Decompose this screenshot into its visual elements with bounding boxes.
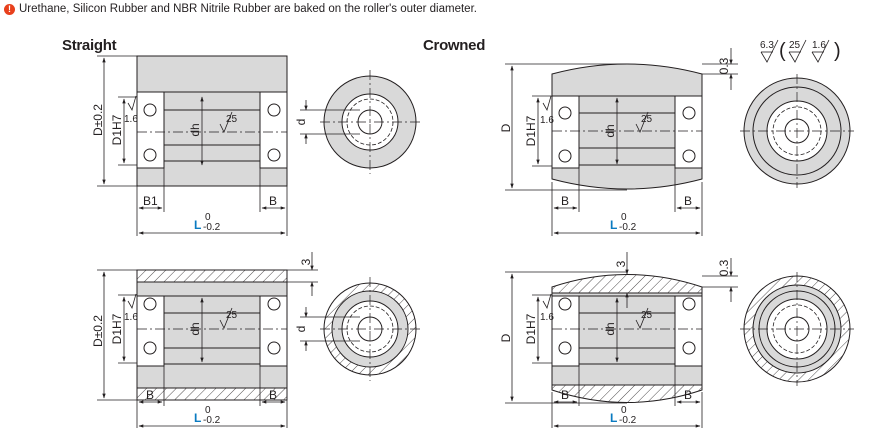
label-D-crowned-2: D: [499, 333, 513, 342]
label-B-6: B: [561, 388, 569, 402]
L-tol-upper-4: 0: [621, 405, 627, 416]
crowned-covered-side: [740, 272, 854, 386]
finish-fit-value: 1.6: [812, 40, 826, 51]
rough-25-b: 25: [226, 310, 238, 321]
rough-1-6-b: 1.6: [124, 312, 138, 323]
label-dh: dh: [188, 123, 202, 136]
surface-finish-symbol: 6.3 ( 25 1.6 ): [760, 39, 841, 63]
label-B-5: B: [684, 194, 692, 208]
L-tol-upper-2: 0: [205, 405, 211, 416]
label-thickness-2: 3: [614, 260, 628, 267]
rough-1-6-d: 1.6: [540, 312, 554, 323]
crowned-roller-front: [551, 63, 703, 190]
label-B-3: B: [269, 388, 277, 402]
crowned-roller-side: [740, 74, 854, 188]
L-tol-upper: 0: [205, 212, 211, 223]
warning-icon: !: [4, 3, 15, 15]
straight-front-dims: D±0.2 D1H7 1.6 dh 25 B1 B L 0 -0.2: [91, 55, 288, 236]
rough-25-d: 25: [641, 310, 653, 321]
crowned-covered-dims: D D1H7 1.6 dh 25 3 0.3 B B L 0 -0.2: [499, 252, 738, 428]
label-D1-2: D1H7: [110, 313, 124, 344]
note-text: Urethane, Silicon Rubber and NBR Nitrile…: [19, 3, 477, 15]
finish-general-value: 6.3: [760, 40, 774, 51]
label-D1-crowned-2: D1H7: [524, 313, 538, 344]
L-tol-lower-4: -0.2: [619, 415, 637, 426]
L-tol-lower-2: -0.2: [203, 415, 221, 426]
straight-roller-side: d: [294, 70, 420, 174]
rough-25-a: 25: [226, 114, 238, 125]
label-L-4: L: [610, 411, 617, 425]
label-L: L: [194, 218, 201, 232]
label-D-crowned: D: [499, 123, 513, 132]
label-dh-2: dh: [188, 322, 202, 335]
label-crown-2: 0.3: [717, 259, 731, 276]
label-B-4: B: [561, 194, 569, 208]
label-d-2: d: [294, 326, 308, 333]
crowned-front-dims: D D1H7 1.6 dh 25 0.3 B B L 0 -0.2: [499, 48, 738, 236]
label-B-7: B: [684, 388, 692, 402]
label-D-tol: D±0.2: [91, 104, 105, 136]
rough-1-6-c: 1.6: [540, 115, 554, 126]
label-L-2: L: [194, 411, 201, 425]
rough-1-6-a: 1.6: [124, 114, 138, 125]
straight-roller-front: [136, 55, 288, 187]
finish-bore-value: 25: [789, 40, 801, 51]
L-tol-upper-3: 0: [621, 212, 627, 223]
finish-close-paren: ): [834, 40, 841, 62]
label-B1: B1: [143, 194, 158, 208]
label-L-3: L: [610, 218, 617, 232]
label-D-tol-2: D±0.2: [91, 315, 105, 347]
heading-straight: Straight: [62, 37, 117, 54]
label-d: d: [294, 119, 308, 126]
crowned-covered-front: [551, 274, 703, 403]
label-D1-crowned: D1H7: [524, 115, 538, 146]
straight-covered-dims: D±0.2 D1H7 1.6 dh 25 3 B B L 0 -0.2: [91, 252, 318, 428]
label-D1: D1H7: [110, 114, 124, 145]
finish-open-paren: (: [779, 40, 786, 62]
label-dh-crowned-2: dh: [603, 322, 617, 335]
L-tol-lower-3: -0.2: [619, 222, 637, 233]
label-B: B: [269, 194, 277, 208]
straight-covered-side: d: [294, 277, 420, 381]
label-crown: 0.3: [717, 57, 731, 74]
straight-covered-front: [136, 269, 288, 401]
label-dh-crowned: dh: [603, 124, 617, 137]
label-B-2: B: [146, 388, 154, 402]
warning-note: ! Urethane, Silicon Rubber and NBR Nitri…: [4, 3, 477, 15]
heading-crowned: Crowned: [423, 37, 486, 54]
label-thickness: 3: [299, 258, 313, 265]
rough-25-c: 25: [641, 114, 653, 125]
L-tol-lower: -0.2: [203, 222, 221, 233]
